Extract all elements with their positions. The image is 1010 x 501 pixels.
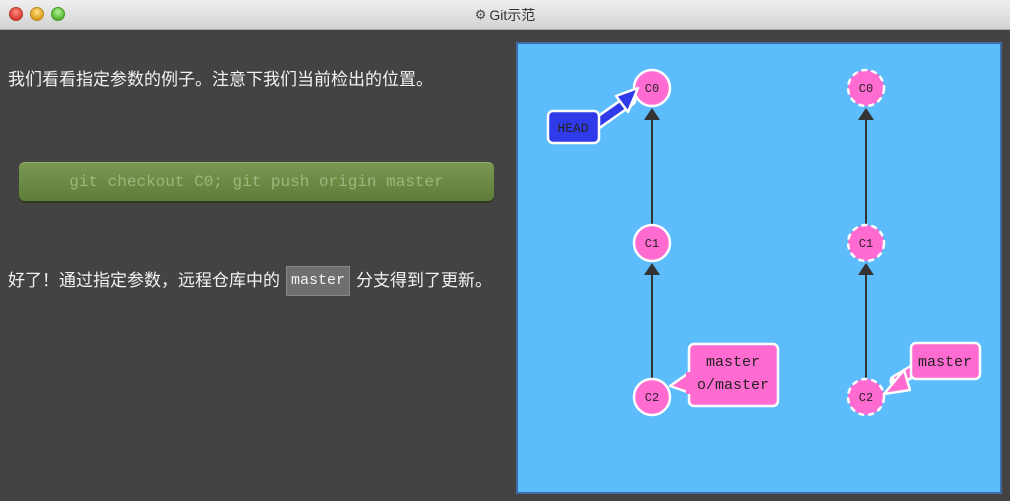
commit-c1-local[interactable]: C1: [632, 223, 672, 263]
intro-paragraph: 我们看看指定参数的例子。注意下我们当前检出的位置。: [8, 70, 433, 90]
branch-o-master: o/master: [697, 377, 769, 394]
arrowhead-c1-remote: [858, 263, 874, 275]
branch-master-remote: master: [918, 354, 972, 371]
git-visualization-canvas: C0 C1 C2 HEAD master o/master: [516, 42, 1002, 494]
gear-icon: ⚙: [474, 7, 487, 22]
result-text-before: 好了！通过指定参数，远程仓库中的: [8, 271, 280, 291]
window-title: ⚙ Git示范: [0, 0, 1010, 30]
head-pointer[interactable]: HEAD: [546, 86, 640, 145]
run-command-button[interactable]: git checkout C0; git push origin master: [19, 162, 494, 201]
svg-text:C0: C0: [645, 82, 659, 96]
window-title-text: Git示范: [489, 7, 536, 23]
window-titlebar: ⚙ Git示范: [0, 0, 1010, 30]
commit-c0-remote[interactable]: C0: [846, 68, 886, 108]
svg-text:C0: C0: [859, 82, 873, 96]
arrowhead-c1-local: [644, 263, 660, 275]
commit-c2-local[interactable]: C2: [632, 377, 672, 417]
close-window-button[interactable]: [9, 7, 23, 21]
remote-branch-label[interactable]: master: [882, 341, 982, 396]
maximize-window-button[interactable]: [51, 7, 65, 21]
branch-master-local: master: [706, 354, 760, 371]
commit-c1-remote[interactable]: C1: [846, 223, 886, 263]
svg-text:C1: C1: [859, 237, 873, 251]
result-text-after: 分支得到了更新。: [356, 271, 493, 291]
branch-code-chip: master: [286, 266, 351, 296]
arrowhead-c0-remote: [858, 108, 874, 120]
local-branch-label[interactable]: master o/master: [668, 342, 780, 408]
svg-text:C1: C1: [645, 237, 659, 251]
commit-c2-remote[interactable]: C2: [846, 377, 886, 417]
commit-c0-local[interactable]: C0: [632, 68, 672, 108]
arrowhead-c0-local: [644, 108, 660, 120]
command-text: git checkout C0; git push origin master: [69, 172, 444, 191]
svg-text:C2: C2: [859, 391, 873, 405]
git-graph-svg: C0 C1 C2 HEAD master o/master: [546, 68, 982, 417]
svg-text:C2: C2: [645, 391, 659, 405]
minimize-window-button[interactable]: [30, 7, 44, 21]
head-label: HEAD: [557, 121, 588, 136]
